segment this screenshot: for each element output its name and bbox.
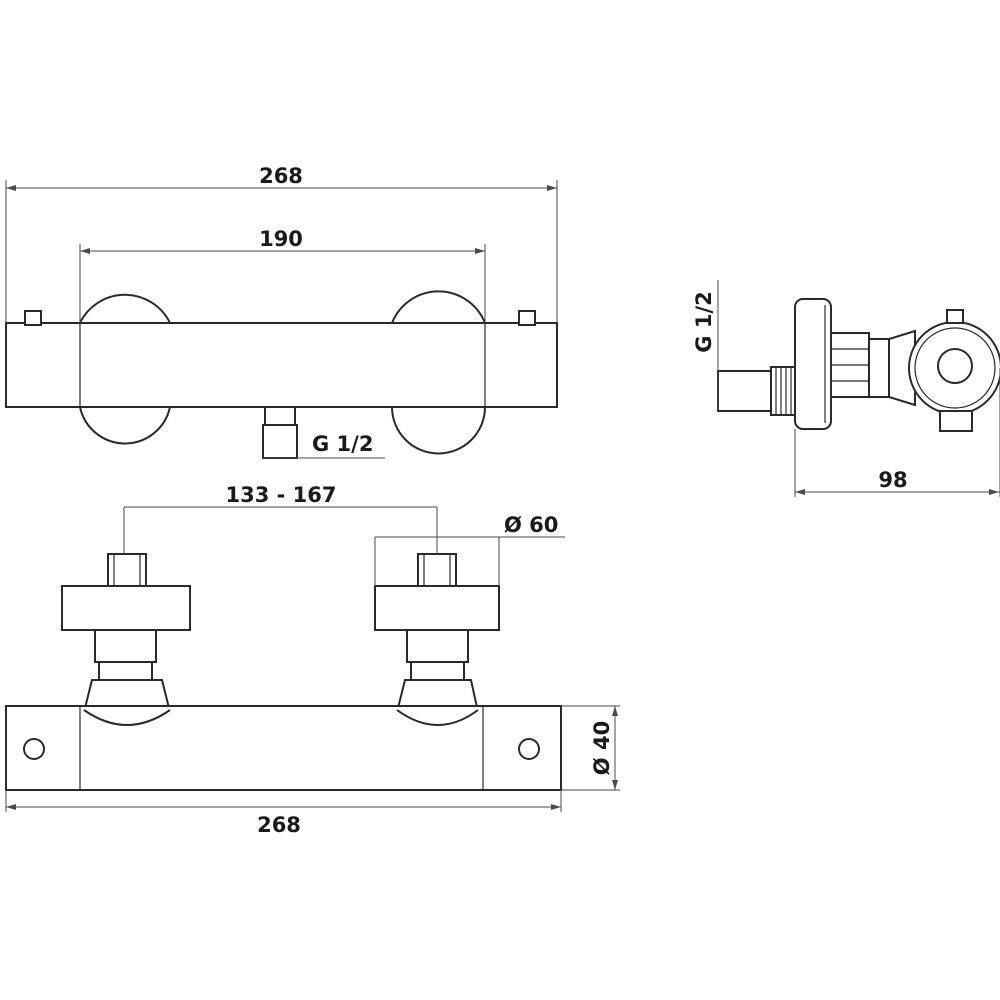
dim-front-190-label: 190	[259, 227, 303, 251]
side-body-hole	[937, 348, 973, 384]
side-body-inner	[914, 327, 996, 409]
front-view: 268 190 G 1/2	[5, 164, 558, 459]
dim-front-268: 268	[5, 164, 558, 323]
dim-top-body-diameter-label: Ø 40	[590, 721, 614, 775]
dim-side-98: 98	[794, 368, 1000, 497]
side-inlet-pipe	[717, 370, 772, 412]
front-left-pin	[24, 310, 42, 326]
dim-front-outlet: G 1/2	[263, 432, 385, 459]
dim-top-268-label: 268	[257, 813, 301, 837]
dim-front-190: 190	[79, 227, 486, 323]
top-right-hole	[518, 738, 540, 760]
dim-front-outlet-label: G 1/2	[312, 432, 373, 456]
dim-side-98-label: 98	[878, 468, 907, 492]
top-left-swell	[83, 709, 171, 726]
top-right-swell	[396, 709, 479, 726]
side-bottom-outlet	[939, 410, 973, 432]
side-top-pin	[946, 309, 964, 324]
top-left-hole	[23, 738, 45, 760]
dim-top-eccentric: 133 - 167	[123, 483, 438, 554]
dim-front-268-label: 268	[259, 164, 303, 188]
dim-top-268: 268	[5, 790, 562, 837]
side-view: G 1/2 98	[692, 280, 1000, 497]
dim-side-inlet: G 1/2	[692, 280, 719, 411]
dim-side-inlet-label: G 1/2	[692, 291, 716, 352]
top-left-eccentric	[61, 553, 191, 713]
front-mixer-body	[5, 322, 558, 408]
top-right-eccentric	[374, 553, 500, 713]
front-outlet-nut	[264, 406, 296, 426]
side-connector	[868, 338, 890, 398]
top-view: 133 - 167 Ø 60 Ø 40 268	[5, 483, 620, 837]
dim-top-rosette: Ø 60	[374, 513, 565, 586]
front-right-pin	[518, 310, 536, 326]
dim-top-eccentric-label: 133 - 167	[225, 483, 336, 507]
dim-top-body-diameter: Ø 40	[561, 705, 620, 791]
dim-top-rosette-label: Ø 60	[504, 513, 558, 537]
top-mixer-body	[5, 705, 562, 791]
front-outlet-thread	[262, 424, 298, 459]
